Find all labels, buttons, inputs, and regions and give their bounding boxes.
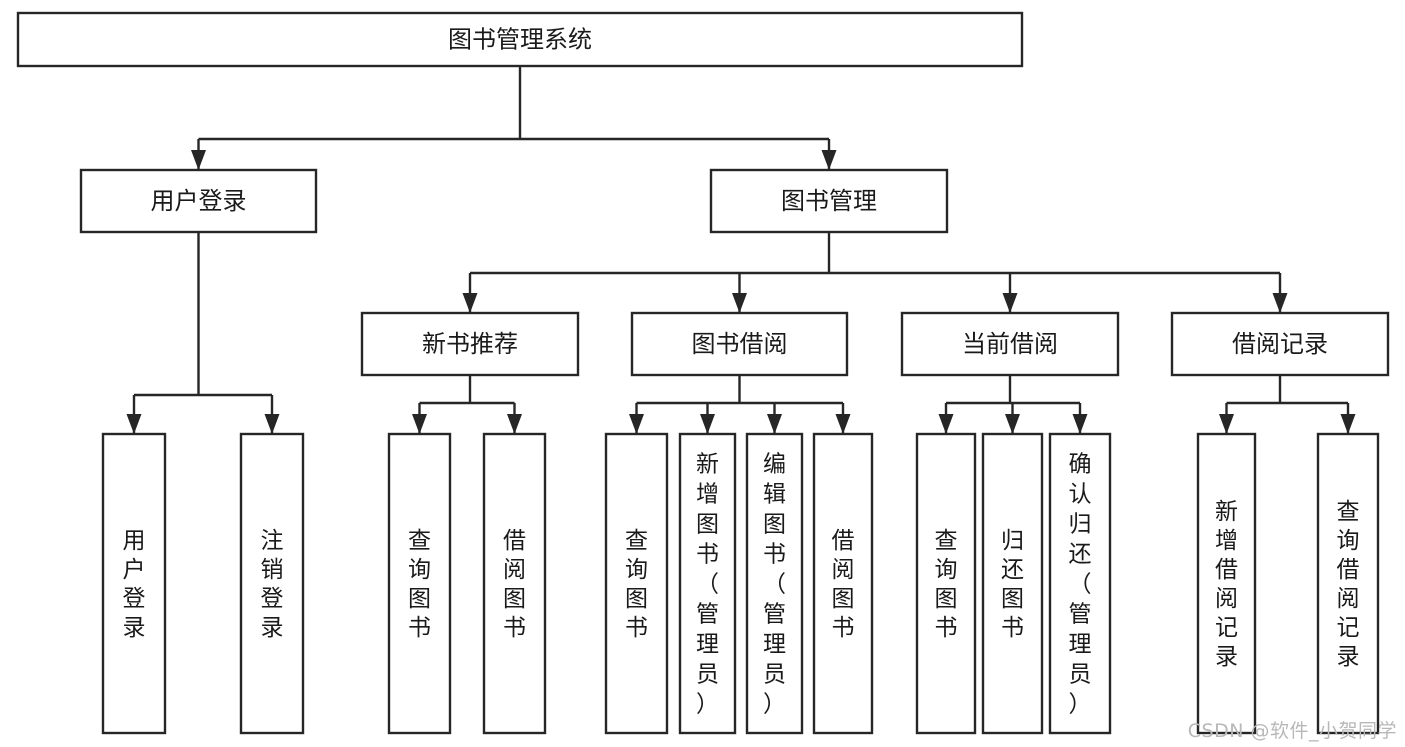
node-leaf-edit-book-admin-label: 编辑图书（管理员） — [763, 452, 786, 718]
node-new-book-recommend[interactable]: 新书推荐 — [360, 311, 580, 377]
node-leaf-query-borrow-record[interactable]: 查询借阅记录 — [1316, 432, 1380, 735]
node-user-login-label: 用户登录 — [151, 187, 247, 215]
node-leaf-user-login[interactable]: 用户登录 — [101, 432, 167, 735]
book-manage-arrow-3 — [1272, 293, 1288, 313]
node-leaf-confirm-return-admin[interactable]: 确认归还（管理员） — [1048, 432, 1112, 735]
node-leaf-query-book-current-rect — [915, 432, 977, 735]
node-leaf-add-book-admin-label: 新增图书（管理员） — [696, 452, 719, 718]
node-leaf-borrow-book-rec[interactable]: 借阅图书 — [482, 432, 547, 735]
book-borrow-arrow-1 — [700, 414, 715, 434]
node-new-book-recommend-rect — [360, 311, 580, 377]
node-user-login-rect — [79, 168, 318, 234]
node-book-borrow-rect — [630, 311, 849, 377]
book-borrow-arrow-2 — [767, 414, 782, 434]
node-book-borrow[interactable]: 图书借阅 — [630, 311, 849, 377]
book-manage-arrow-2 — [1002, 293, 1018, 313]
node-new-book-recommend-label: 新书推荐 — [422, 330, 518, 358]
current-borrow-arrow-1 — [1005, 414, 1020, 434]
node-leaf-user-login-rect — [101, 432, 167, 735]
node-leaf-query-book-borrow[interactable]: 查询图书 — [604, 432, 669, 735]
node-leaf-borrow-book-rect — [812, 432, 874, 735]
node-current-borrow[interactable]: 当前借阅 — [900, 311, 1120, 377]
node-root-rect — [16, 11, 1024, 68]
node-leaf-logout[interactable]: 注销登录 — [239, 432, 305, 735]
book-manage-arrow-0 — [462, 293, 478, 313]
node-leaf-query-book-current[interactable]: 查询图书 — [915, 432, 977, 735]
new-book-recommend-arrow-0 — [412, 414, 427, 434]
node-leaf-query-book-borrow-label: 查询图书 — [625, 528, 648, 641]
current-borrow-arrow-2 — [1072, 414, 1088, 434]
node-book-manage[interactable]: 图书管理 — [709, 168, 949, 234]
node-leaf-edit-book-admin[interactable]: 编辑图书（管理员） — [745, 432, 804, 735]
node-leaf-borrow-book-rec-rect — [482, 432, 547, 735]
node-leaf-user-login-label: 用户登录 — [123, 528, 146, 641]
book-manage-arrow-1 — [732, 293, 747, 313]
node-leaf-query-book-current-label: 查询图书 — [935, 528, 958, 641]
node-leaf-borrow-book-rec-label: 借阅图书 — [503, 528, 526, 641]
book-borrow-arrow-3 — [835, 414, 851, 434]
node-leaf-add-borrow-record-rect — [1196, 432, 1257, 735]
node-leaf-add-borrow-record-label: 新增借阅记录 — [1215, 499, 1238, 670]
node-boxes: 图书管理系统用户登录图书管理新书推荐图书借阅当前借阅借阅记录用户登录注销登录查询… — [16, 11, 1390, 735]
node-root[interactable]: 图书管理系统 — [16, 11, 1024, 68]
node-leaf-query-book-rec-label: 查询图书 — [408, 528, 431, 641]
node-book-manage-label: 图书管理 — [781, 187, 877, 215]
node-borrow-record-label: 借阅记录 — [1232, 330, 1328, 358]
node-leaf-query-book-rec[interactable]: 查询图书 — [387, 432, 452, 735]
node-leaf-add-book-admin[interactable]: 新增图书（管理员） — [678, 432, 737, 735]
borrow-record-arrow-1 — [1340, 414, 1356, 434]
node-leaf-return-book[interactable]: 归还图书 — [981, 432, 1044, 735]
node-leaf-add-borrow-record[interactable]: 新增借阅记录 — [1196, 432, 1257, 735]
csdn-watermark: CSDN @软件_小贺同学 — [1187, 720, 1397, 742]
root-arrow-1 — [821, 150, 837, 170]
node-leaf-query-book-borrow-rect — [604, 432, 669, 735]
node-leaf-query-borrow-record-rect — [1316, 432, 1380, 735]
new-book-recommend-arrow-1 — [507, 414, 522, 434]
node-leaf-logout-label: 注销登录 — [261, 528, 284, 641]
node-leaf-logout-rect — [239, 432, 305, 735]
node-book-manage-rect — [709, 168, 949, 234]
node-leaf-borrow-book[interactable]: 借阅图书 — [812, 432, 874, 735]
connector-lines — [126, 66, 1356, 434]
node-leaf-confirm-return-admin-rect — [1048, 432, 1112, 735]
current-borrow-arrow-0 — [938, 414, 954, 434]
node-current-borrow-label: 当前借阅 — [962, 330, 1058, 358]
node-root-label: 图书管理系统 — [448, 26, 592, 54]
node-leaf-return-book-rect — [981, 432, 1044, 735]
node-leaf-confirm-return-admin-label: 确认归还（管理员） — [1069, 452, 1092, 718]
node-leaf-borrow-book-label: 借阅图书 — [832, 528, 855, 641]
borrow-record-arrow-0 — [1219, 414, 1234, 434]
node-borrow-record[interactable]: 借阅记录 — [1170, 311, 1390, 377]
node-leaf-edit-book-admin-rect — [745, 432, 804, 735]
node-book-borrow-label: 图书借阅 — [692, 330, 788, 358]
node-leaf-query-borrow-record-label: 查询借阅记录 — [1337, 499, 1360, 670]
book-borrow-arrow-0 — [629, 414, 644, 434]
node-leaf-query-book-rec-rect — [387, 432, 452, 735]
root-arrow-0 — [191, 150, 206, 170]
node-leaf-add-book-admin-rect — [678, 432, 737, 735]
user-login-arrow-0 — [126, 414, 142, 434]
node-leaf-return-book-label: 归还图书 — [1001, 528, 1024, 641]
node-current-borrow-rect — [900, 311, 1120, 377]
node-user-login[interactable]: 用户登录 — [79, 168, 318, 234]
user-login-arrow-1 — [264, 414, 280, 434]
node-borrow-record-rect — [1170, 311, 1390, 377]
